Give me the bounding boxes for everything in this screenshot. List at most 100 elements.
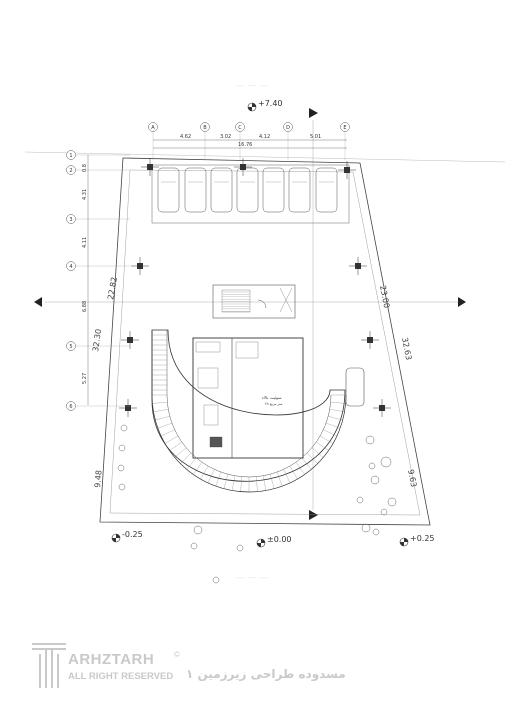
ramp-tread <box>330 401 346 404</box>
dim-site-left-lower: 9.48 <box>93 470 104 489</box>
dim-site-right-upper: 23.00 <box>378 285 391 309</box>
stair-core <box>212 284 296 319</box>
grid-axis-top: D <box>283 122 293 160</box>
parked-car <box>288 167 311 213</box>
grid-axis-top-label: B <box>203 125 207 131</box>
ramp-tread <box>329 409 345 412</box>
tree <box>190 542 198 550</box>
ramp-tread <box>193 462 203 475</box>
grid-axis-top-label: E <box>343 125 346 131</box>
level-marker-center: ±0.00 <box>256 535 292 548</box>
section-marker-left <box>34 297 42 307</box>
ramp-tread <box>276 472 283 487</box>
door-swing <box>257 299 267 309</box>
section-marker-bottom <box>309 510 318 520</box>
equipment <box>209 436 223 448</box>
grid-axis-left: 5 <box>66 341 130 351</box>
stair-treads <box>222 291 250 312</box>
section-marker-top <box>309 108 318 118</box>
dim-site-left-upper: 22.82 <box>106 276 119 300</box>
grid-axis-left-label: 1 <box>69 153 72 159</box>
dim-site-right-mid: 32.63 <box>400 337 413 361</box>
ramp-tread <box>186 457 197 470</box>
ramp-tread <box>295 462 305 475</box>
column-marker <box>349 257 367 275</box>
level-marker-top: +7.40 <box>247 99 283 112</box>
ramp-tread <box>174 447 187 458</box>
column-marker <box>131 257 149 275</box>
ramp-tread <box>153 409 169 412</box>
level-marker-right: +0.25 <box>399 534 435 547</box>
grid-axis-top: B <box>200 122 210 160</box>
ramp-tread <box>270 474 275 489</box>
ramp-treads <box>151 330 347 493</box>
tree <box>356 496 364 504</box>
column-marker <box>141 158 159 176</box>
arhztarh-logo <box>32 643 66 688</box>
ramp-tread <box>283 469 291 483</box>
dim-left-1: 0.8 <box>82 164 88 172</box>
room-area: ۲۸ متر مربع <box>265 402 283 406</box>
ramp-tread <box>152 401 168 404</box>
ramp-tread <box>215 472 222 487</box>
watermark-rights: ALL RIGHT RESERVED <box>68 671 174 682</box>
tree <box>212 576 220 584</box>
shaft-cross-2 <box>279 287 293 313</box>
tree <box>118 444 126 452</box>
tree <box>193 525 203 535</box>
tree <box>120 424 128 432</box>
column-marker <box>119 399 137 417</box>
grid-axis-left-label: 5 <box>69 344 72 350</box>
landscape-trees <box>117 424 397 584</box>
ramp-tread <box>311 447 324 458</box>
tree <box>380 456 392 468</box>
tree <box>387 497 397 507</box>
level-right-label: +0.25 <box>410 534 435 543</box>
parking-area <box>151 164 350 224</box>
ramp-tread <box>169 441 182 451</box>
ramp-tread <box>319 435 334 444</box>
stair-flight <box>221 289 251 313</box>
ramp-outer-edge <box>151 394 347 493</box>
column-marker <box>373 399 391 417</box>
ramp-tread <box>157 422 172 429</box>
parked-car <box>262 167 285 213</box>
ramp-tread <box>161 429 175 437</box>
ramp-tread <box>232 475 235 491</box>
room-label: سوئیت بالاء <box>262 395 282 400</box>
level-left-label: -0.25 <box>122 530 143 539</box>
dim-left-5: 5.27 <box>82 373 88 384</box>
grid-axis-top: C <box>235 122 245 160</box>
faint-bottom-watermark: — — — <box>236 573 269 583</box>
ramp-tread <box>180 452 192 464</box>
ramp-tread <box>289 465 298 480</box>
grid-axis-left-label: 6 <box>69 404 72 410</box>
tree <box>365 435 375 445</box>
bathroom <box>235 341 259 359</box>
tree <box>236 544 244 552</box>
grid-axis-left: 3 <box>66 214 130 224</box>
ramp-tread <box>164 435 179 444</box>
grid-axis-left: 6 <box>66 401 130 411</box>
dim-site-left-mid: 32.30 <box>91 328 103 352</box>
tree <box>118 483 126 491</box>
ramp-tread <box>207 469 215 483</box>
parked-car <box>315 167 338 213</box>
ramp-tread <box>155 416 170 421</box>
dim-top-4: 5.01 <box>310 134 321 140</box>
grid-axis-top-label: C <box>238 125 242 131</box>
ramp-tread <box>306 452 318 464</box>
grid-axis-top: E <box>340 122 350 160</box>
furniture-block <box>203 404 219 426</box>
tree <box>380 508 388 516</box>
dim-site-right-lower: 9.63 <box>406 469 418 488</box>
ramp-tread <box>200 465 209 480</box>
level-marker-left: -0.25 <box>111 530 143 543</box>
street-line <box>24 151 506 163</box>
ramp-tread <box>326 422 341 429</box>
dim-top-total: 16.76 <box>238 142 252 148</box>
dim-top-3: 4.12 <box>259 134 270 140</box>
ramp-tread <box>255 476 258 492</box>
grid-axis-left-label: 4 <box>69 264 72 270</box>
